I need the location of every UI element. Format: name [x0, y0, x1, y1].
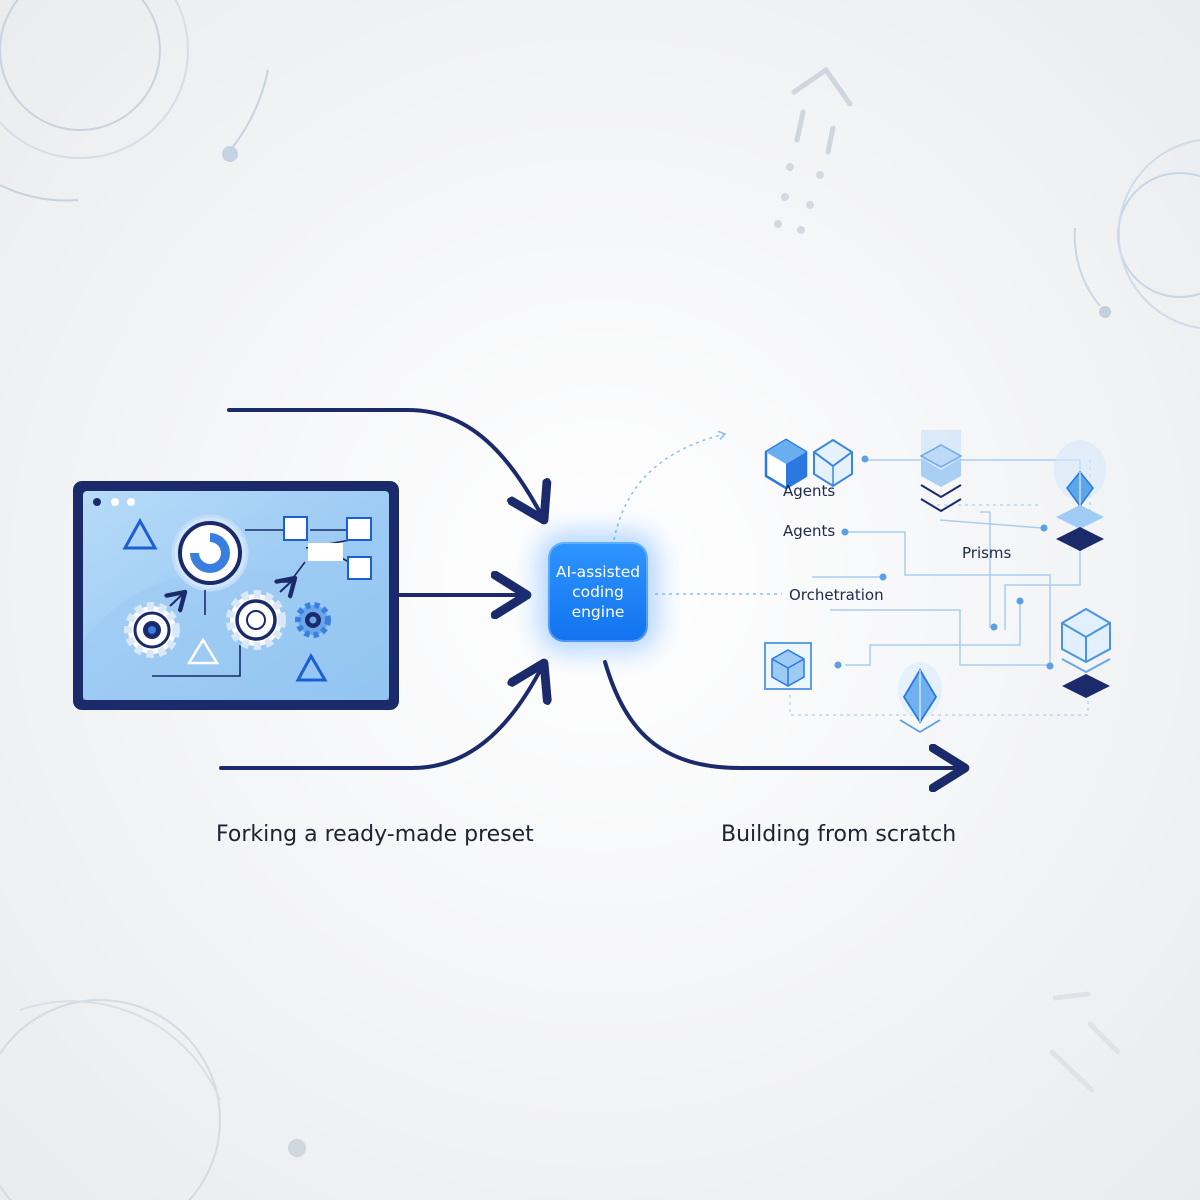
crystal-icon-1: [1054, 440, 1106, 551]
bg-dot-right: [1099, 306, 1111, 318]
triangle-icon-3: [295, 652, 328, 682]
bg-ring-top-left-mid: [0, 0, 189, 159]
arrow-out-right: [603, 660, 965, 768]
preset-window: [73, 481, 399, 710]
engine-label: AI-assisted coding engine: [555, 563, 641, 621]
bg-dot-bottom-left: [288, 1139, 306, 1157]
gear-icon-2: [226, 590, 286, 650]
network-diagram: [764, 430, 1111, 734]
bg-arc-right-tail: [1073, 227, 1101, 307]
framed-cube-icon: [764, 642, 812, 690]
navy-arrows: [219, 408, 965, 770]
bg-arc-right-outer: [1117, 139, 1200, 329]
network-lines: [812, 459, 1081, 666]
node-squares: [283, 516, 372, 580]
node-square-4: [347, 556, 372, 580]
bg-arc-top-left: [0, 184, 79, 202]
node-square-1: [283, 516, 308, 541]
gear-icon-1: [124, 602, 180, 658]
triangle-icon-1: [122, 517, 158, 550]
node-square-2: [346, 517, 372, 541]
cube-icon-2: [813, 438, 853, 488]
layer-stack-icon-1: [919, 430, 963, 513]
window-control-dots: [93, 498, 135, 506]
window-dot-3: [127, 498, 135, 506]
window-dot-1: [93, 498, 101, 506]
ai-coding-engine-box: AI-assisted coding engine: [548, 542, 648, 642]
node-square-3: [308, 543, 343, 561]
dotted-connectors: [613, 430, 782, 595]
bg-dashes-bottom-right: [1049, 991, 1121, 1093]
arrow-top-in: [227, 408, 544, 520]
dotted-arrow-up: [613, 430, 727, 541]
window-dot-2: [111, 498, 119, 506]
target-icon-large: [171, 514, 249, 592]
label-agents-top: Agents: [783, 482, 836, 500]
bg-arc-bottom-left: [19, 1000, 221, 1101]
label-prisms: Prisms: [962, 544, 1012, 562]
triangle-icon-2: [186, 637, 220, 665]
small-arrow-1: [170, 592, 185, 606]
prism-icon: [898, 662, 942, 734]
label-agents-mid: Agents: [783, 522, 836, 540]
bg-dashes-top: [791, 66, 853, 155]
small-arrow-2: [280, 578, 295, 592]
caption-forking-preset: Forking a ready-made preset: [216, 822, 534, 847]
bg-arc-top-left-tail: [231, 69, 269, 149]
label-orchestration: Orchetration: [789, 586, 884, 604]
cube-icon-1: [764, 438, 808, 490]
network-nodes: [834, 455, 1054, 670]
bg-dots-top: [774, 163, 824, 234]
bg-ring-top-left-inner: [0, 0, 161, 131]
bg-ring-bottom-left: [0, 999, 221, 1200]
caption-building-scratch: Building from scratch: [721, 822, 957, 847]
cube-stack-icon-2: [1061, 607, 1111, 698]
gear-icon-3: [295, 602, 331, 638]
bg-dot-top-left: [222, 146, 238, 162]
arrow-bottom-in: [219, 663, 544, 770]
